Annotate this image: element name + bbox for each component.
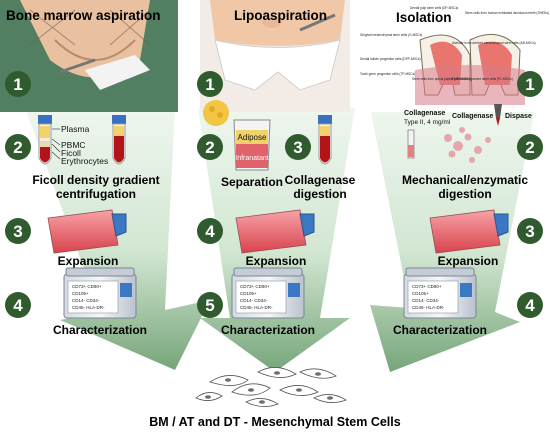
svg-text:CD73+ CD90+: CD73+ CD90+ [412,284,442,289]
dt-step-3: 3 [517,218,543,244]
tooth-label-shed: Stem cells from human exfoliated deciduo… [465,11,549,15]
svg-text:2: 2 [525,138,534,157]
svg-text:CD14- CD34-: CD14- CD34- [412,298,440,303]
dt-collagenase-right: Collagenase [452,113,493,120]
dt-flow-cytometer: CD73+ CD90+ CD105+ CD14- CD34- CD45- HLA… [403,267,477,319]
step-circles: 1 2 3 4 1 2 3 4 5 1 2 3 4 [5,71,543,318]
at-separation-label: Separation [221,175,283,189]
at-step-1: 1 [197,71,223,97]
svg-text:CD105+: CD105+ [240,291,257,296]
at-flow-cytometer: CD73+ CD90+ CD105+ CD14- CD34- CD45- HLA… [231,267,305,319]
dt-title: Isolation [396,10,452,25]
at-title: Lipoaspiration [234,8,327,23]
tube-label-plasma: Plasma [61,124,90,134]
dt-digestion-icons [407,104,502,163]
svg-text:CD45- HLA-DR-: CD45- HLA-DR- [412,305,445,310]
bm-flow-cytometer: CD73+ CD90+ CD105+ CD14- CD34- CD45- HLA… [63,267,137,319]
svg-text:CD45- HLA-DR-: CD45- HLA-DR- [72,305,105,310]
lipoaspiration-illustration [200,0,350,112]
tooth-label-tp: Tooth germ progenitor cells (TP-MSCs) [360,72,415,76]
dt-step2-label-line1: Mechanical/enzymatic [402,173,528,187]
msc-cells-illustration [195,367,347,407]
svg-text:CD45- HLA-DR-: CD45- HLA-DR- [240,305,273,310]
tooth-label-ab: Alveolar bone-derived mesenchymal stem c… [452,41,536,45]
bm-centrifuge-tubes [38,115,126,165]
tube-whole-blood [112,115,126,165]
at-step-5: 5 [197,292,223,318]
tube-label-erythrocytes: Erythrocytes [61,156,108,166]
dt-step-2: 2 [517,134,543,160]
dt-dispase: Dispase [505,113,532,120]
svg-text:CD14- CD34-: CD14- CD34- [72,298,100,303]
tube-label-ficoll: Ficoll [61,148,81,158]
at-collagenase-tube [318,115,332,165]
dental-tissue-illustration [355,0,550,112]
dt-step2-label-line2: digestion [438,187,491,201]
dt-step-4: 4 [517,292,543,318]
at-culture-flask [235,209,315,254]
tooth-label-g: Gingival mesenchymal stem cells (G-MSCs) [360,33,422,37]
dt-collagenase-left-line2: Type II, 4 mg/ml [404,119,451,126]
svg-text:CD73+ CD90+: CD73+ CD90+ [240,284,270,289]
at-step-2: 2 [197,134,223,160]
tooth-label-dp: Dental pulp stem cells (DP-MSCs) [410,6,458,10]
dt-collagenase-left-line1: Collagenase [404,110,445,117]
at-collagenase-label-line2: digestion [293,187,346,201]
bm-title: Bone marrow aspiration [6,8,161,23]
bm-step-4: 4 [5,292,31,318]
bm-culture-flask [47,209,127,254]
bm-step-1: 1 [5,71,31,97]
bm-characterization-label: Characterization [53,323,147,337]
tooth-label-ap: Stem cells from apical papilla (AP-MSCs) [412,77,470,81]
svg-text:CD105+: CD105+ [412,291,429,296]
dt-characterization-label: Characterization [393,323,487,337]
svg-text:CD73+ CD90+: CD73+ CD90+ [72,284,102,289]
tooth-label-dfp: Dental follicle progenitor cells (DFP-MS… [360,57,421,61]
svg-text:4: 4 [205,222,215,241]
at-collagenase-label-line1: Collagenase [285,173,356,187]
svg-text:3: 3 [525,222,534,241]
bm-step2-label-line2: centrifugation [56,187,136,201]
svg-text:1: 1 [205,75,214,94]
svg-text:1: 1 [13,75,22,94]
bone-marrow-illustration [0,0,178,112]
beaker-label-adipose: Adipose [238,133,267,142]
dt-culture-flask [429,209,509,254]
at-characterization-label: Characterization [221,323,315,337]
svg-text:CD14- CD34-: CD14- CD34- [240,298,268,303]
bm-flow-arrow [25,108,210,370]
footer-label: BM / AT and DT - Mesenchymal Stem Cells [149,415,400,429]
svg-text:1: 1 [525,75,534,94]
tube-layered [38,115,52,165]
tooth-label-pl: Periodontal ligament stem cells (PL-MSCs… [452,77,513,81]
beaker-label-infranatant: Infranatant [235,155,269,162]
tube-label-pbmc: PBMC [61,140,86,150]
at-step-3: 3 [285,134,311,160]
bm-step-3: 3 [5,218,31,244]
dt-expansion-label: Expansion [438,254,499,268]
svg-text:5: 5 [205,296,214,315]
svg-text:4: 4 [13,296,23,315]
at-step-4: 4 [197,218,223,244]
bm-step-2: 2 [5,134,31,160]
svg-text:4: 4 [525,296,535,315]
svg-text:2: 2 [13,138,22,157]
svg-text:3: 3 [13,222,22,241]
bm-expansion-label: Expansion [58,254,119,268]
svg-text:CD105+: CD105+ [72,291,89,296]
dt-step-1: 1 [517,71,543,97]
msc-cell-nuclei [205,371,333,404]
bm-step2-label-line1: Ficoll density gradient [32,173,159,187]
at-separation-beaker [203,100,271,171]
at-expansion-label: Expansion [246,254,307,268]
svg-text:3: 3 [293,138,302,157]
svg-text:2: 2 [205,138,214,157]
